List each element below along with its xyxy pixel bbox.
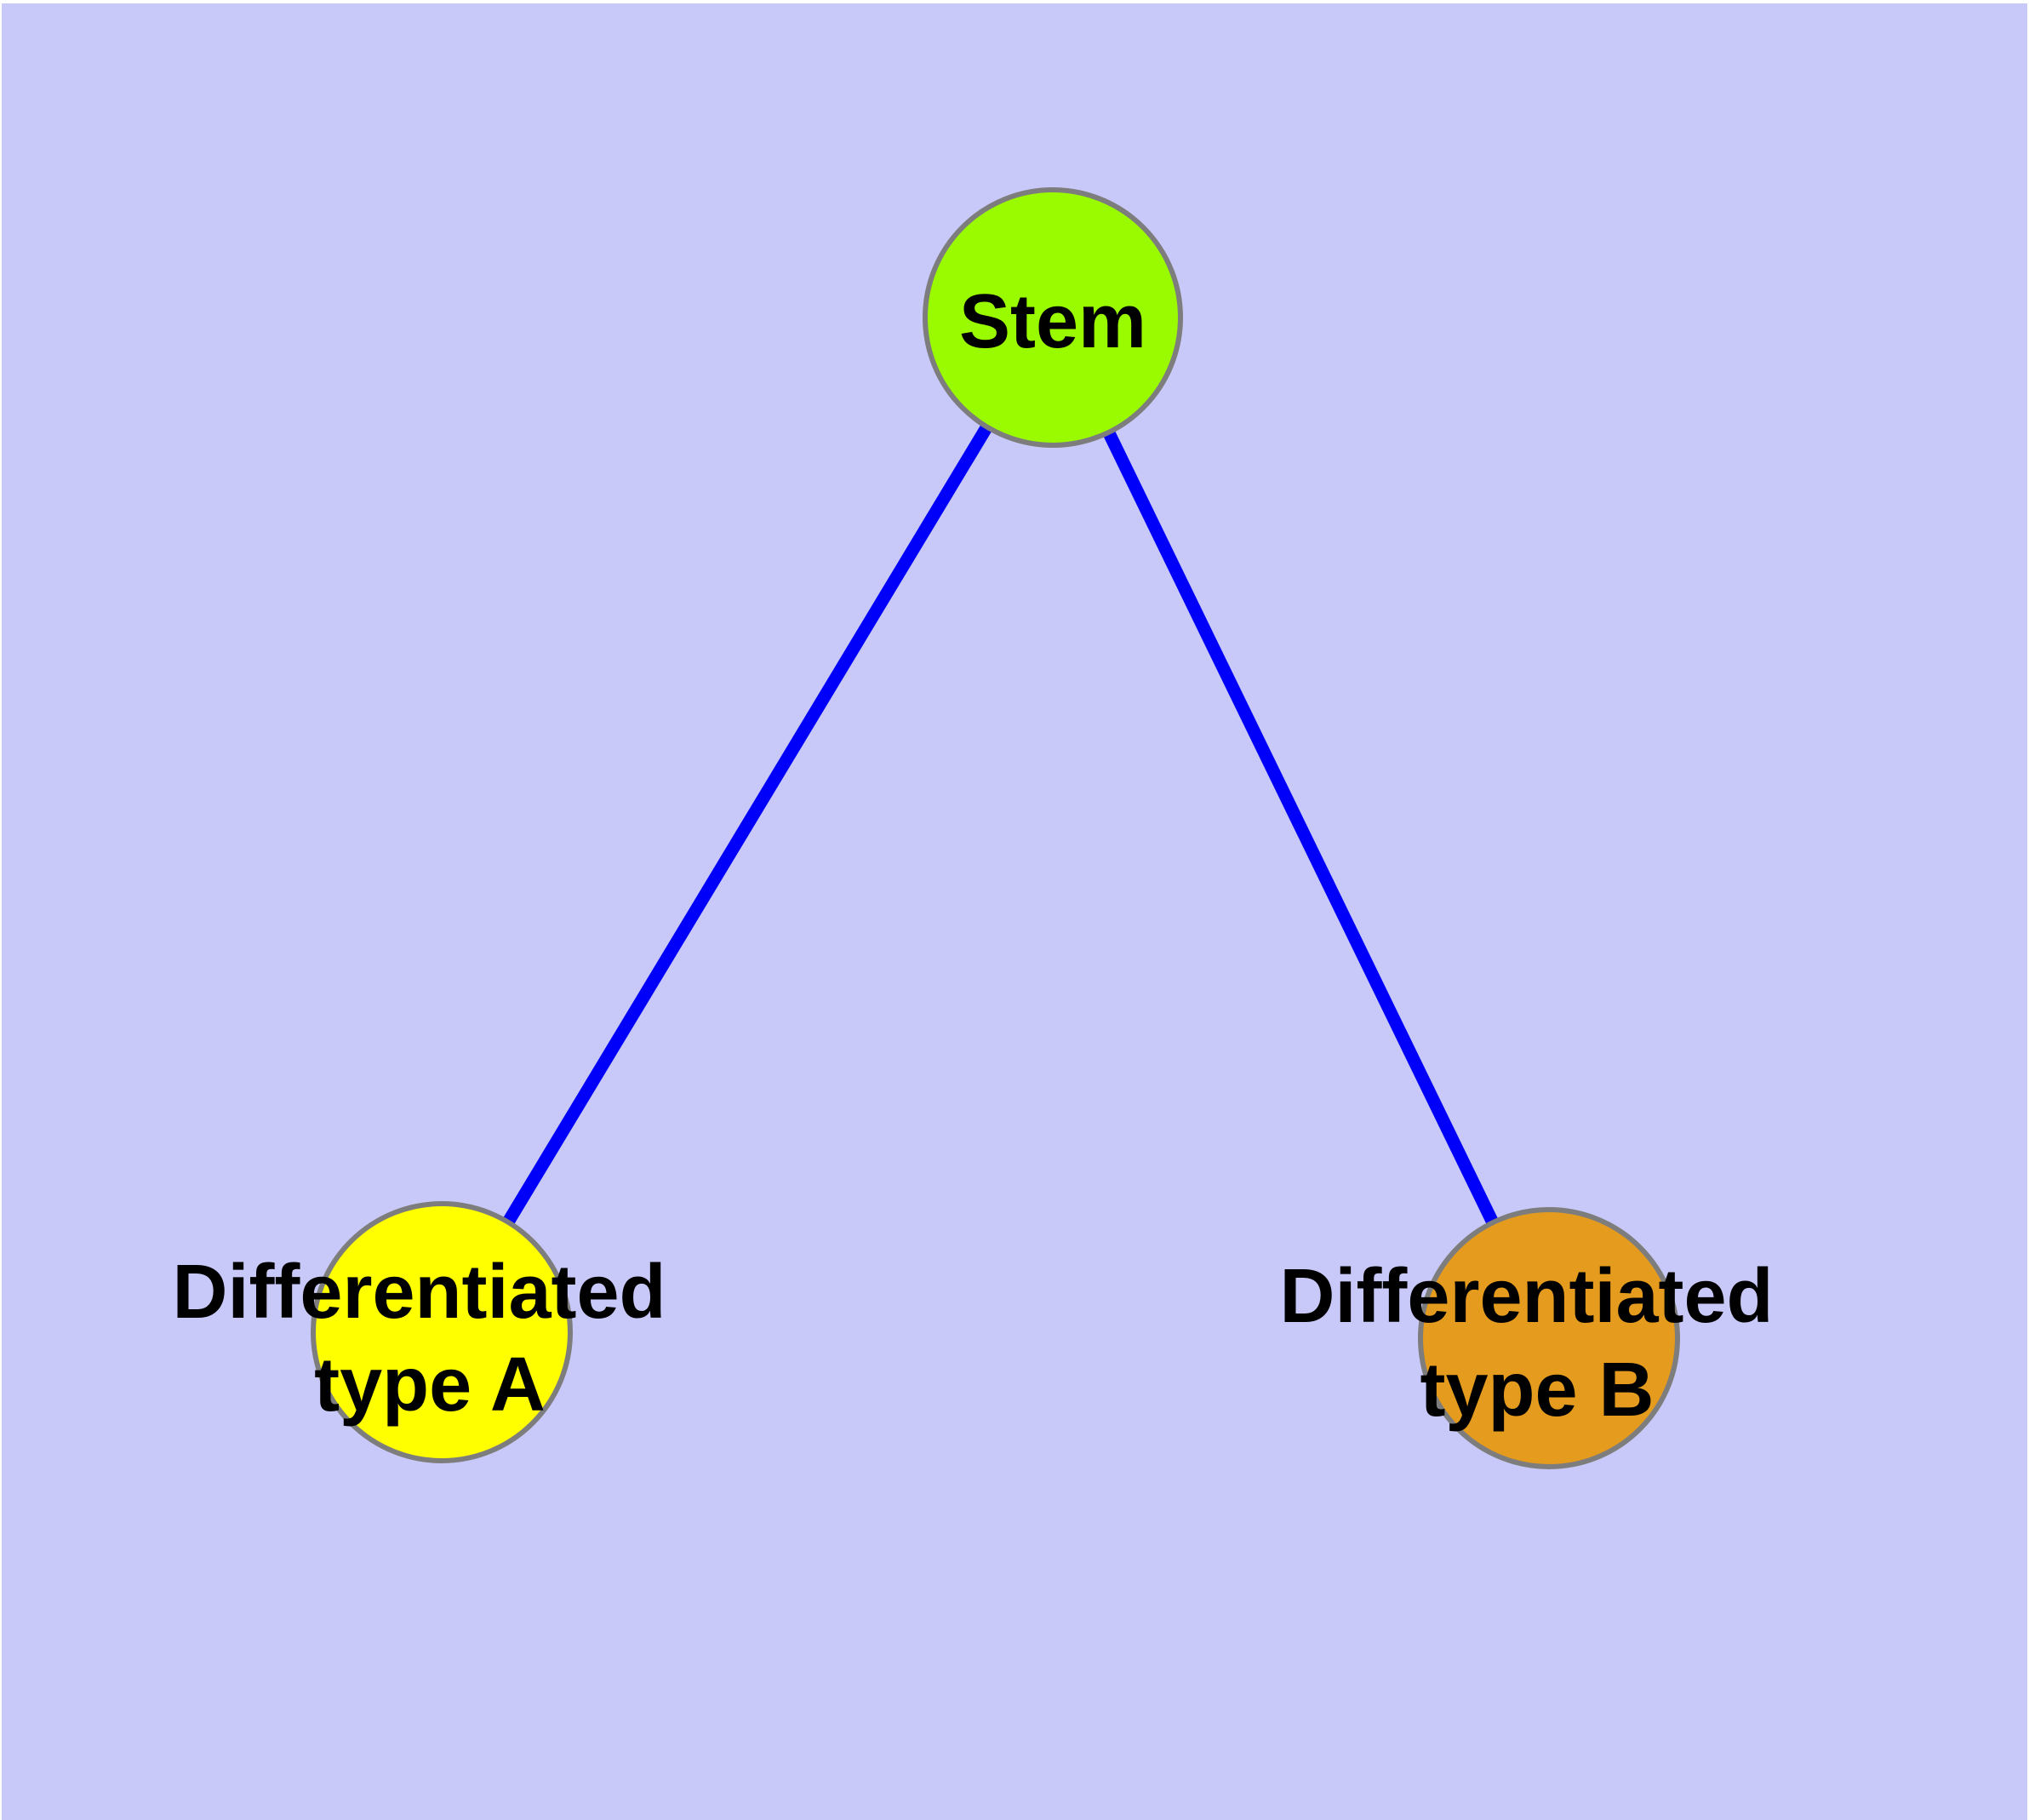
node-differentiated-type-b [1418,1207,1680,1469]
node-stem-label: Stem [959,279,1146,364]
node-type-a-label-line1: Differentiated [172,1250,666,1335]
node-type-a-label-line2: type A [314,1342,546,1428]
node-type-a-label: Differentiated type A [172,1250,687,1428]
edge-stem-to-type-a [436,314,1059,1336]
edge-stem-to-type-b [1047,314,1555,1342]
node-type-b-label-line2: type B [1420,1348,1654,1433]
node-differentiated-type-a [311,1201,573,1463]
node-type-b-label-line1: Differentiated [1279,1254,1773,1339]
node-type-b-label: Differentiated type B [1279,1254,1794,1433]
node-stem [923,187,1183,448]
